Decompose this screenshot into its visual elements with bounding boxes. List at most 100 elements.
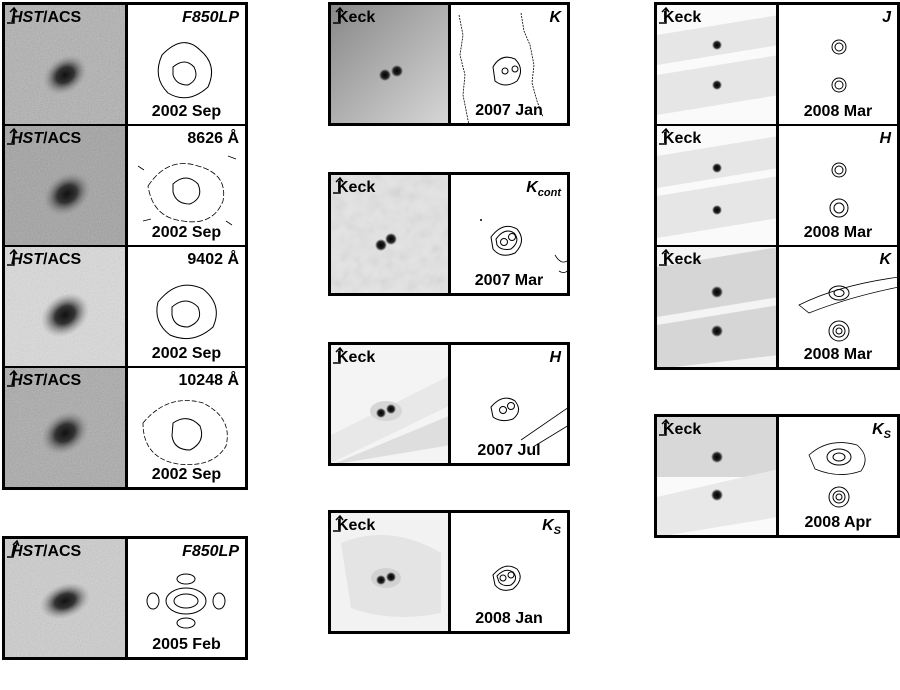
instrument-label: Keck bbox=[663, 9, 702, 26]
keck-2007jan-panel: Keck K 2007 Jan bbox=[328, 2, 570, 126]
keck-image-svg bbox=[657, 247, 776, 367]
orientation-arrow-icon bbox=[333, 6, 344, 24]
instrument-label: HST/ACS bbox=[11, 251, 82, 268]
orientation-arrow-icon bbox=[7, 127, 18, 145]
date-label: 2008 Mar bbox=[803, 346, 873, 363]
contour-svg bbox=[798, 276, 897, 342]
keck-2008apr-panel: Keck KS 2008 Apr bbox=[654, 414, 900, 538]
contour-svg bbox=[490, 397, 567, 448]
contour-svg bbox=[157, 42, 213, 99]
filter-label: 10248 Å bbox=[178, 372, 240, 389]
keck-2008jan-contour: KS 2008 Jan bbox=[450, 512, 568, 632]
contour-svg bbox=[458, 12, 544, 123]
keck-2007mar-image: Keck bbox=[330, 174, 450, 294]
noise-image-svg bbox=[5, 5, 125, 124]
filter-label: Kcont bbox=[526, 179, 561, 200]
contour-svg bbox=[146, 573, 226, 629]
keck-2008mar-j-contour: J 2008 Mar bbox=[778, 4, 898, 125]
keck-2008mar-k-contour: K 2008 Mar bbox=[778, 246, 898, 368]
instrument-label: HST/ACS bbox=[11, 130, 82, 147]
date-label: 2008 Mar bbox=[803, 224, 873, 241]
hst-9402-contour: 9402 Å 2002 Sep bbox=[127, 246, 246, 367]
instrument-label: Keck bbox=[663, 251, 702, 268]
contour-svg bbox=[142, 400, 228, 465]
contour-svg bbox=[480, 219, 567, 273]
instrument-label: Keck bbox=[663, 421, 702, 438]
orientation-arrow-icon bbox=[333, 514, 344, 532]
date-label: 2008 Jan bbox=[475, 610, 543, 627]
keck-2007jul-panel: Keck H 2007 Jul bbox=[328, 342, 570, 466]
filter-label: F850LP bbox=[182, 9, 239, 26]
keck-2008mar-k-image: Keck bbox=[656, 246, 778, 368]
date-label: 2008 Apr bbox=[804, 514, 872, 531]
contour-svg bbox=[137, 155, 237, 226]
orientation-arrow-icon bbox=[659, 248, 670, 266]
hst-8626-contour: 8626 Å 2002 Sep bbox=[127, 125, 246, 246]
keck-2008apr-image: Keck bbox=[656, 416, 778, 536]
filter-label: F850LP bbox=[182, 543, 239, 560]
keck-image-svg bbox=[341, 535, 441, 617]
keck-2008jan-image: Keck bbox=[330, 512, 450, 632]
date-label: 2007 Mar bbox=[474, 272, 544, 289]
keck-2008jan-panel: Keck KS 2008 Jan bbox=[328, 510, 570, 634]
hst-10248-image: HST/ACS bbox=[4, 367, 127, 488]
date-label: 2002 Sep bbox=[151, 345, 222, 362]
orientation-arrow-icon bbox=[333, 346, 344, 364]
orientation-arrow-icon bbox=[7, 6, 18, 24]
date-label: 2008 Mar bbox=[803, 103, 873, 120]
orientation-arrow-icon bbox=[659, 6, 670, 24]
filter-label: K bbox=[879, 251, 891, 268]
orientation-arrow-icon bbox=[7, 248, 18, 266]
hst-8626-image: HST/ACS bbox=[4, 125, 127, 246]
instrument-label: Keck bbox=[337, 517, 376, 534]
keck-image-svg bbox=[657, 417, 776, 535]
noise-image-svg bbox=[5, 126, 125, 245]
date-label: 2005 Feb bbox=[152, 636, 221, 653]
date-label: 2007 Jan bbox=[475, 102, 543, 119]
keck-2008mar-h-contour: H 2008 Mar bbox=[778, 125, 898, 246]
filter-label: H bbox=[879, 130, 891, 147]
contour-svg bbox=[831, 39, 847, 93]
filter-label: H bbox=[549, 349, 561, 366]
keck-2008mar-panel-group: Keck J 2008 Mar Keck H 2008 Mar bbox=[654, 2, 900, 370]
contour-svg bbox=[808, 442, 866, 508]
hst-2005-image: HST/ACS bbox=[4, 538, 127, 658]
instrument-label: HST/ACS bbox=[11, 543, 82, 560]
keck-image-svg bbox=[331, 5, 448, 123]
hst-f850lp-image: HST/ACS bbox=[4, 4, 127, 125]
filter-label: K bbox=[549, 9, 561, 26]
instrument-label: Keck bbox=[337, 349, 376, 366]
keck-2007jul-contour: H 2007 Jul bbox=[450, 344, 568, 464]
filter-label: 8626 Å bbox=[187, 130, 239, 147]
filter-label: KS bbox=[542, 517, 561, 538]
keck-image-svg bbox=[657, 15, 776, 115]
instrument-label: HST/ACS bbox=[11, 9, 82, 26]
keck-image-svg bbox=[331, 175, 448, 293]
date-label: 2002 Sep bbox=[151, 224, 222, 241]
keck-2008mar-j-image: Keck bbox=[656, 4, 778, 125]
orientation-arrow-icon bbox=[333, 176, 344, 194]
contour-svg bbox=[492, 565, 521, 591]
instrument-label: Keck bbox=[663, 130, 702, 147]
hst-10248-contour: 10248 Å 2002 Sep bbox=[127, 367, 246, 488]
date-label: 2002 Sep bbox=[151, 103, 222, 120]
orientation-arrow-icon bbox=[7, 539, 20, 558]
keck-2007mar-contour: Kcont 2007 Mar bbox=[450, 174, 568, 294]
filter-label: 9402 Å bbox=[187, 251, 239, 268]
hst-f850lp-contour: F850LP 2002 Sep bbox=[127, 4, 246, 125]
instrument-label: Keck bbox=[337, 9, 376, 26]
hst-2005-panel: HST/ACS F850LP 2005 Feb bbox=[2, 536, 248, 660]
orientation-arrow-icon bbox=[659, 418, 670, 436]
keck-2008apr-contour: KS 2008 Apr bbox=[778, 416, 898, 536]
instrument-label: Keck bbox=[337, 179, 376, 196]
contour-svg bbox=[829, 162, 849, 218]
noise-image-svg bbox=[5, 539, 125, 657]
keck-2007jul-image: Keck bbox=[330, 344, 450, 464]
date-label: 2002 Sep bbox=[151, 466, 222, 483]
filter-label: J bbox=[882, 9, 891, 26]
instrument-label: HST/ACS bbox=[11, 372, 82, 389]
contour-svg bbox=[156, 284, 217, 340]
keck-2007mar-panel: Keck Kcont 2007 Mar bbox=[328, 172, 570, 296]
keck-2007jan-image: Keck bbox=[330, 4, 450, 124]
noise-image-svg bbox=[5, 368, 125, 487]
